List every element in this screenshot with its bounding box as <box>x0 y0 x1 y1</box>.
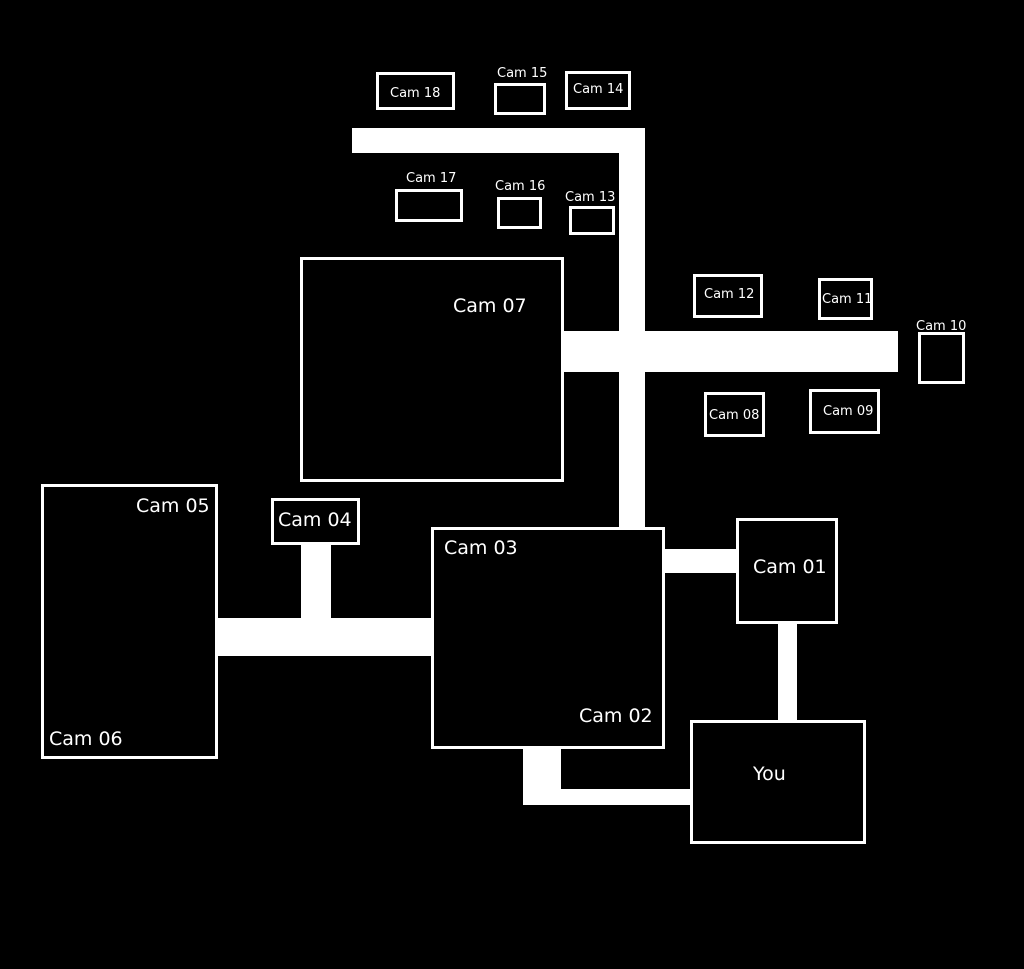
room-cam03-02[interactable] <box>431 527 665 749</box>
cam02-label[interactable]: Cam 02 <box>579 705 653 727</box>
room-cam04[interactable] <box>271 498 360 545</box>
cam14-label[interactable]: Cam 14 <box>573 82 624 97</box>
cam17-label[interactable]: Cam 17 <box>406 171 457 186</box>
cam12-label[interactable]: Cam 12 <box>704 287 755 302</box>
room-cam12[interactable] <box>693 274 763 318</box>
cam18-label[interactable]: Cam 18 <box>390 86 441 101</box>
cam05-label[interactable]: Cam 05 <box>136 495 210 517</box>
cam15-label[interactable]: Cam 15 <box>497 66 548 81</box>
hallway-vertical-main <box>619 128 645 530</box>
hallway-west <box>215 618 434 656</box>
hallway-cam03-cam01 <box>663 549 739 573</box>
room-cam07[interactable] <box>300 257 564 482</box>
cam06-label[interactable]: Cam 06 <box>49 728 123 750</box>
room-cam16[interactable] <box>497 197 542 229</box>
room-cam05-06[interactable] <box>41 484 218 759</box>
cam13-label[interactable]: Cam 13 <box>565 190 616 205</box>
room-cam01[interactable] <box>736 518 838 624</box>
hallway-east <box>562 331 898 372</box>
cam10-label[interactable]: Cam 10 <box>916 319 967 334</box>
room-cam10[interactable] <box>918 332 965 384</box>
room-cam09[interactable] <box>809 389 880 434</box>
room-cam13[interactable] <box>569 206 615 235</box>
hallway-cam02-office <box>523 789 693 805</box>
cam09-label[interactable]: Cam 09 <box>823 404 874 419</box>
cam01-label[interactable]: Cam 01 <box>753 556 827 578</box>
cam03-label[interactable]: Cam 03 <box>444 537 518 559</box>
room-cam08[interactable] <box>704 392 765 437</box>
cam11-label[interactable]: Cam 11 <box>822 292 873 307</box>
cam04-label[interactable]: Cam 04 <box>278 509 352 531</box>
cam07-label[interactable]: Cam 07 <box>453 295 527 317</box>
hallway-cam01-office <box>778 622 797 723</box>
room-cam18[interactable] <box>376 72 455 110</box>
room-cam15[interactable] <box>494 83 546 115</box>
room-cam11[interactable] <box>818 278 873 320</box>
hallway-cam04-stub <box>301 543 331 621</box>
room-cam14[interactable] <box>565 71 631 110</box>
hallway-top <box>352 128 645 153</box>
office-room <box>690 720 866 844</box>
cam16-label[interactable]: Cam 16 <box>495 179 546 194</box>
office-label: You <box>753 763 786 785</box>
room-cam17[interactable] <box>395 189 463 222</box>
cam08-label[interactable]: Cam 08 <box>709 408 760 423</box>
